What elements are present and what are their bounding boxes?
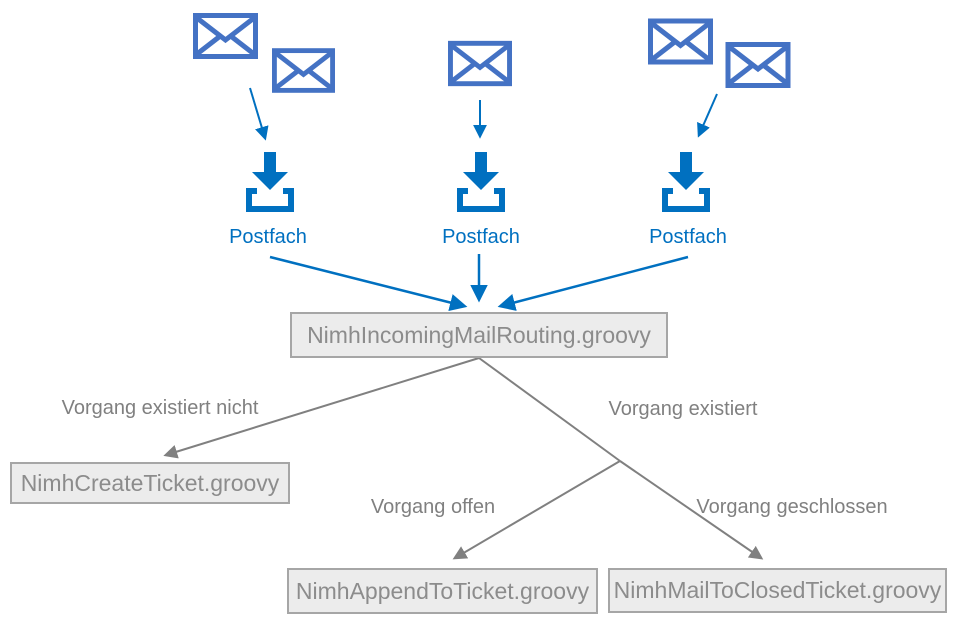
arrow-mail-to-inbox-1 — [249, 87, 269, 141]
edge-label-vorgang-geschlossen: Vorgang geschlossen — [696, 496, 888, 518]
edge-label-vorgang-offen: Vorgang offen — [370, 496, 496, 518]
node-create-ticket: NimhCreateTicket.groovy — [10, 462, 290, 504]
edge-routing-to-split — [478, 357, 621, 462]
arrow-postfach1-to-routing — [269, 255, 468, 312]
edge-split-to-closed-ticket — [619, 460, 764, 560]
node-incoming-mail-routing: NimhIncomingMailRouting.groovy — [290, 312, 668, 358]
postfach-label-1: Postfach — [229, 226, 307, 248]
postfach-label-2: Postfach — [442, 226, 520, 248]
envelope-icon — [272, 48, 335, 93]
edge-label-vorgang-existiert: Vorgang existiert — [608, 398, 758, 420]
edge-split-to-append-ticket — [452, 460, 621, 560]
inbox-tray-icon — [246, 152, 294, 212]
envelope-icon — [448, 40, 512, 87]
inbox-tray-icon — [457, 152, 505, 212]
postfach-label-3: Postfach — [649, 226, 727, 248]
envelope-icon — [725, 42, 791, 88]
inbox-tray-icon — [662, 152, 710, 212]
node-append-to-ticket: NimhAppendToTicket.groovy — [287, 568, 598, 614]
edge-label-vorgang-existiert-nicht: Vorgang existiert nicht — [61, 397, 259, 419]
envelope-icon — [193, 13, 258, 59]
edge-routing-to-create-ticket — [163, 357, 480, 459]
arrow-postfach3-to-routing — [497, 255, 689, 311]
node-mail-to-closed-ticket: NimhMailToClosedTicket.groovy — [608, 568, 947, 613]
arrow-mail-to-inbox-3 — [697, 93, 718, 138]
envelope-icon — [648, 18, 713, 65]
